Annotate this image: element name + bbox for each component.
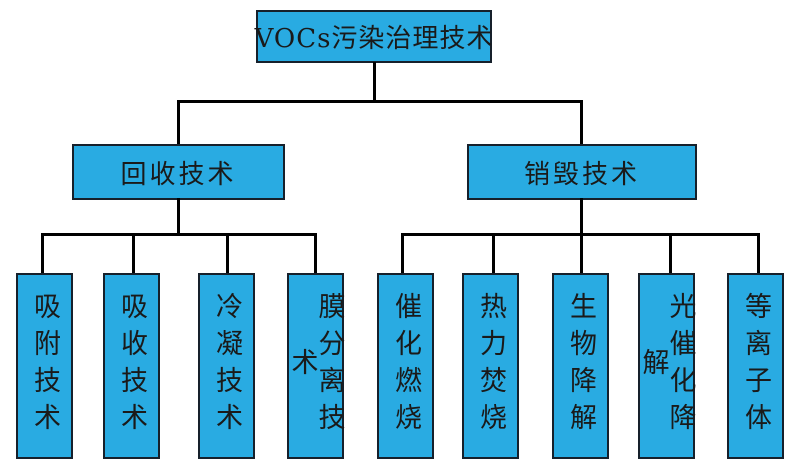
leaf-catalytic-combustion-label: 催化燃烧 xyxy=(390,292,421,440)
leaf-thermal-incineration-label: 热力焚烧 xyxy=(475,292,506,440)
connector-drop-thermal xyxy=(492,233,495,275)
leaf-photocatalytic-degradation-label: 光催化降解 xyxy=(637,292,696,440)
connector-drop-adsorption xyxy=(41,233,44,275)
leaf-node-condensation: 冷凝技术 xyxy=(198,273,255,459)
leaf-node-adsorption: 吸附技术 xyxy=(16,273,73,459)
leaf-biodegradation-label: 生物降解 xyxy=(565,292,596,440)
connector-recovery-stem xyxy=(177,198,180,235)
leaf-plasma-label: 等离子体 xyxy=(740,292,771,440)
leaf-absorption-label: 吸收技术 xyxy=(116,292,147,440)
leaf-node-plasma: 等离子体 xyxy=(727,273,784,459)
branch-destruction-label: 销毁技术 xyxy=(523,159,640,190)
root-node-label: VOCs污染治理技术 xyxy=(254,24,494,54)
connector-drop-membrane xyxy=(314,233,317,275)
leaf-node-photocatalytic-degradation: 光催化降解 xyxy=(637,273,696,459)
connector-drop-condensation xyxy=(226,233,229,275)
connector-recovery-rail xyxy=(41,233,317,236)
leaf-node-absorption: 吸收技术 xyxy=(103,273,160,459)
root-node-vocs-treatment: VOCs污染治理技术 xyxy=(254,10,494,63)
leaf-node-membrane-separation: 膜分离技术 xyxy=(286,273,345,459)
connector-drop-photocatalytic xyxy=(669,233,672,275)
connector-drop-recovery xyxy=(177,100,180,146)
leaf-node-thermal-incineration: 热力焚烧 xyxy=(462,273,519,459)
connector-drop-destruction xyxy=(580,100,583,146)
leaf-adsorption-label: 吸附技术 xyxy=(29,292,60,440)
connector-root-stem xyxy=(373,62,376,103)
branch-node-destruction: 销毁技术 xyxy=(467,144,697,200)
leaf-condensation-label: 冷凝技术 xyxy=(211,292,242,440)
branch-node-recovery: 回收技术 xyxy=(72,144,285,200)
leaf-node-catalytic-combustion: 催化燃烧 xyxy=(377,273,434,459)
connector-drop-catalytic xyxy=(401,233,404,275)
connector-drop-absorption xyxy=(132,233,135,275)
branch-recovery-label: 回收技术 xyxy=(120,159,237,190)
connector-branch-rail xyxy=(177,100,583,103)
connector-drop-plasma xyxy=(757,233,760,275)
connector-drop-bio xyxy=(580,233,583,275)
leaf-membrane-separation-label: 膜分离技术 xyxy=(286,292,345,440)
leaf-node-biodegradation: 生物降解 xyxy=(552,273,609,459)
connector-destruction-stem xyxy=(580,198,583,235)
